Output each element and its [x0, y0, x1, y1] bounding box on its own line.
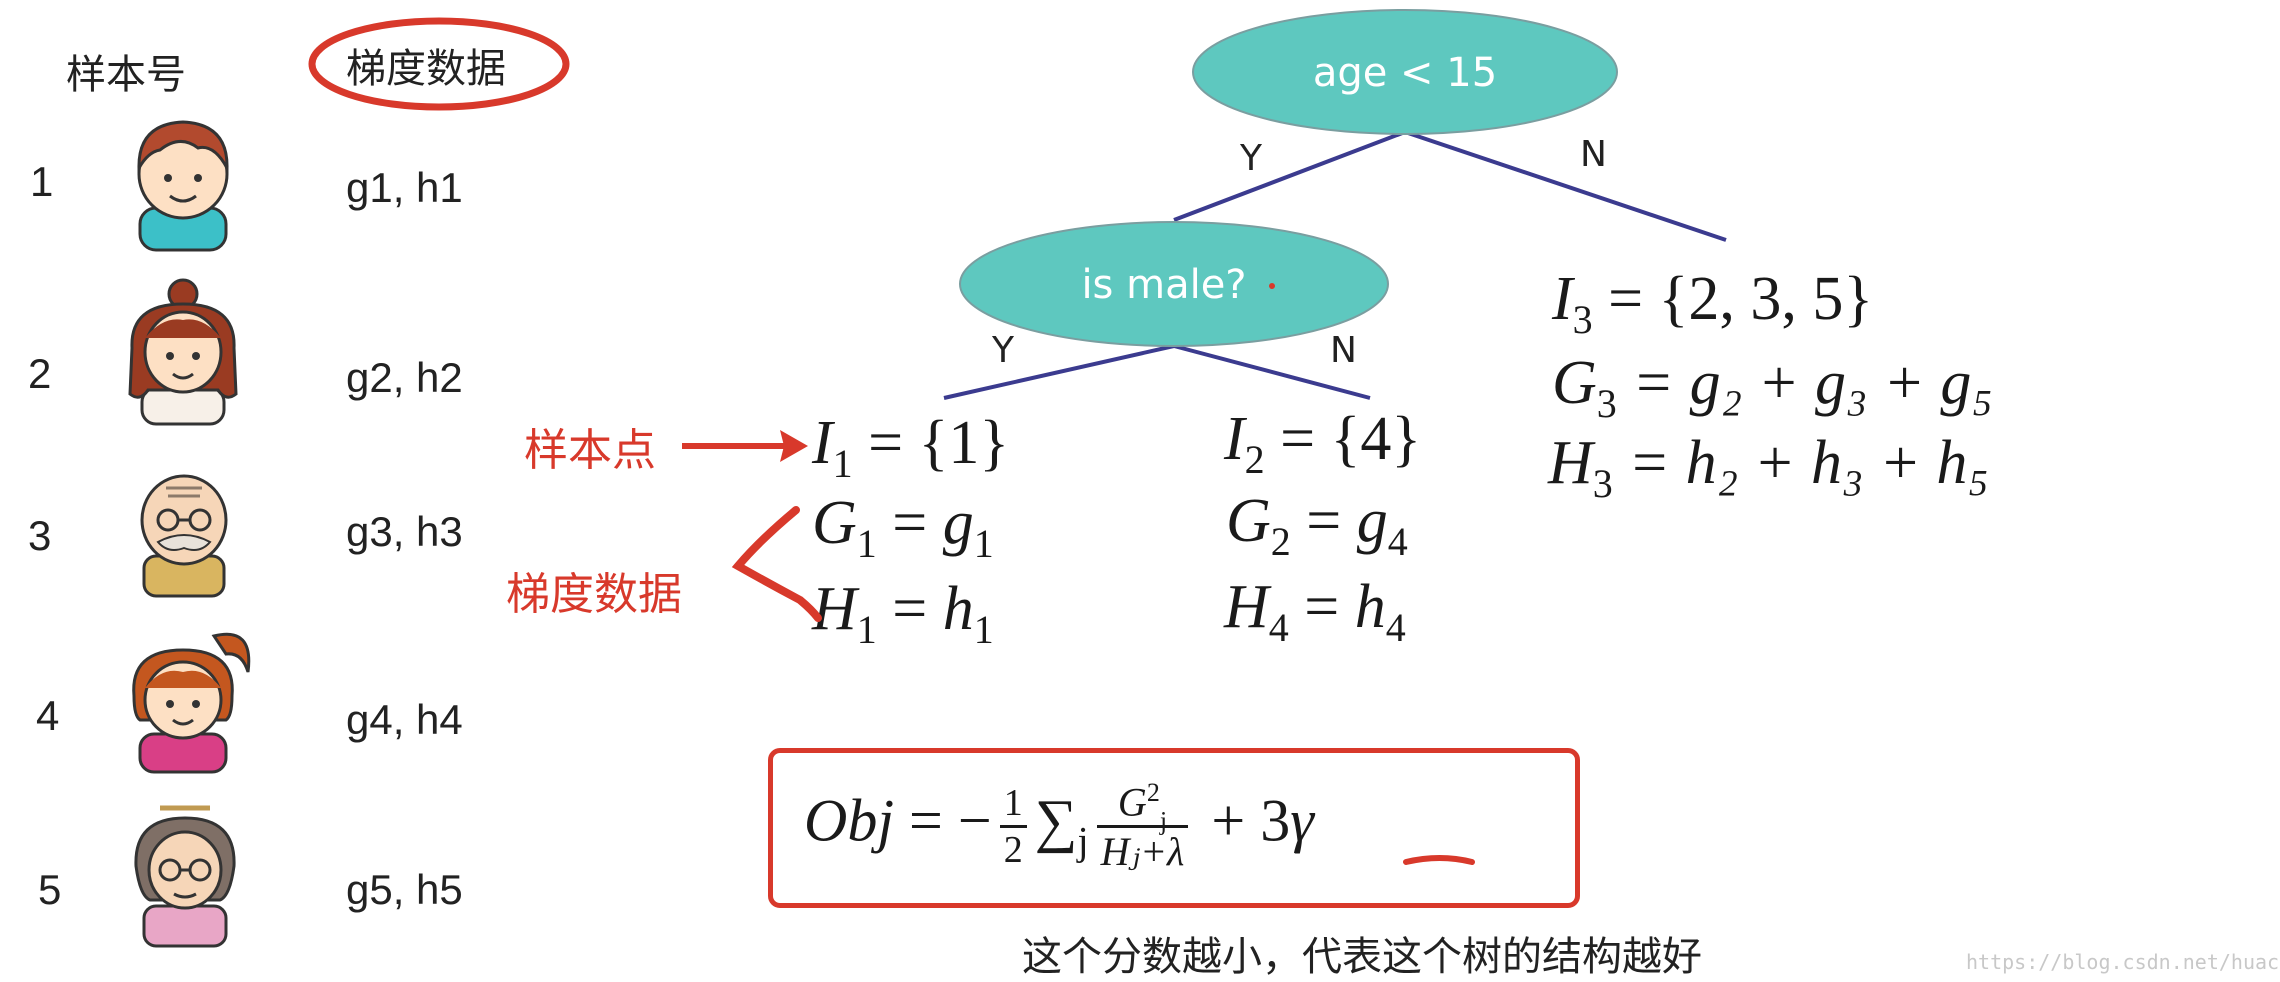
grandpa-icon — [124, 458, 244, 598]
sample-number: 2 — [28, 350, 52, 397]
root-no-label: N — [1580, 134, 1607, 175]
gradient-pair: g1, h1 — [346, 164, 463, 211]
header-gradient-data: 梯度数据 — [346, 46, 506, 92]
edge-child-yes — [943, 344, 1175, 400]
edge-child-no — [1173, 344, 1371, 400]
boy-icon — [118, 104, 248, 254]
girl-ponytail-icon — [118, 616, 258, 776]
gradient-data-annotation: 梯度数据 — [506, 569, 682, 620]
sample-number: 3 — [28, 512, 52, 559]
leaf-count-coefficient: 3 — [1260, 787, 1291, 854]
leaf3-instance-set: I3 = {2, 3, 5} — [1552, 265, 1874, 342]
root-node-label: age < 15 — [1313, 50, 1497, 96]
header-highlight-ellipse — [308, 17, 570, 111]
leaf2-hessian-sum: H4 = h4 — [1224, 573, 1406, 650]
gradient-pair: g3, h3 — [346, 508, 463, 555]
gradient-pair: g4, h4 — [346, 696, 463, 743]
child-node — [959, 221, 1389, 347]
girl-bun-icon — [118, 278, 248, 428]
header-sample-id: 样本号 — [66, 52, 186, 98]
grandma-icon — [120, 800, 250, 950]
leaf1-instance-set: I1 = {1} — [812, 409, 1010, 486]
gradient-pair: g2, h2 — [346, 354, 463, 401]
root-yes-label: Y — [1239, 138, 1263, 179]
edge-root-yes — [1173, 130, 1406, 222]
brace-mark — [731, 506, 822, 622]
child-yes-label: Y — [991, 330, 1015, 371]
sample-number: 4 — [36, 692, 60, 739]
gradient-pair: g5, h5 — [346, 866, 463, 913]
sample-point-annotation: 样本点 — [524, 425, 656, 476]
leaf3-hessian-sum: H3 = h₂ + h₃ + h₅ — [1548, 429, 1989, 506]
child-no-label: N — [1330, 330, 1357, 371]
coefficient-underline — [1403, 855, 1475, 865]
tree-edges — [943, 130, 1727, 400]
leaf1-gradient-sum: G1 = g1 — [812, 489, 994, 566]
child-node-label: is male? — [1081, 262, 1246, 308]
leaf2-instance-set: I2 = {4} — [1224, 405, 1422, 482]
edge-root-no — [1404, 130, 1727, 242]
sample-number: 1 — [30, 158, 54, 205]
leaf3-gradient-sum: G3 = g₂ + g₃ + g₅ — [1552, 349, 1993, 426]
cursor-dot — [1269, 283, 1275, 289]
leaf2-gradient-sum: G2 = g4 — [1226, 487, 1408, 564]
watermark: https://blog.csdn.net/huacha__ — [1966, 950, 2280, 974]
sample-number: 5 — [38, 866, 62, 913]
formula-caption: 这个分数越小，代表这个树的结构越好 — [1022, 934, 1702, 980]
leaf1-hessian-sum: H1 = h1 — [812, 575, 994, 652]
root-node — [1192, 9, 1618, 135]
arrow-to-leaf1 — [682, 430, 808, 462]
